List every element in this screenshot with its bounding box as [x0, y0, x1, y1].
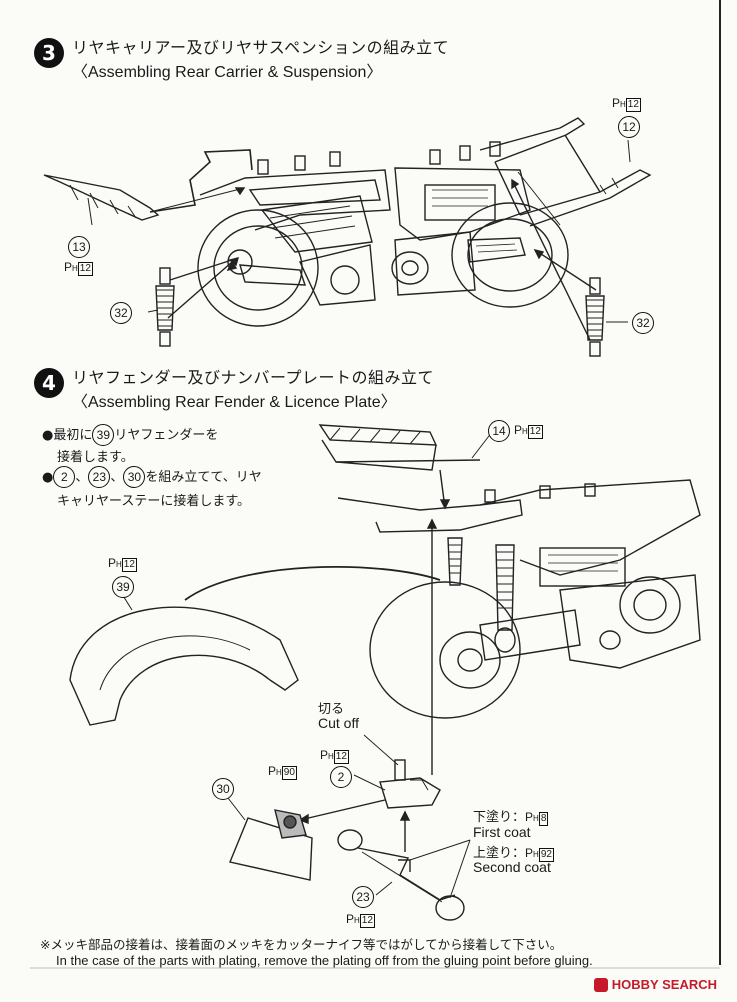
watermark-logo-icon — [593, 977, 608, 992]
step-3-title-jp: リヤキャリアー及びリヤサスペンションの組み立て — [72, 38, 450, 57]
footer-note-jp: ※メッキ部品の接着は、接着面のメッキをカッターナイフ等ではがしてから接着して下さ… — [40, 937, 563, 952]
step4-license-plate-30 — [229, 809, 313, 881]
step3-carrier-12 — [479, 117, 652, 227]
step4-callout-2: 2 — [330, 766, 352, 788]
step-4-title-en: 〈Assembling Rear Fender & Licence Plate〉 — [72, 394, 397, 411]
step3-callout-13: 13 — [68, 236, 90, 258]
step3-right-scooter — [391, 141, 569, 308]
step-4-number: 4 — [34, 368, 64, 398]
step4-shocks — [447, 537, 516, 653]
page-border — [719, 0, 721, 965]
step-3-number: 3 — [34, 38, 64, 68]
first-coat-en: First coat — [473, 824, 531, 840]
footer-note-en: In the case of the parts with plating, r… — [56, 953, 593, 968]
step4-callout-39: 39 — [112, 576, 134, 598]
step4-scooter-body — [337, 479, 701, 719]
step3-callout-32-left: 32 — [110, 302, 132, 324]
cut-off-label-jp: 切る — [318, 701, 345, 716]
step3-carrier-13 — [43, 174, 160, 221]
step4-callout-30: 30 — [212, 778, 234, 800]
step4-carrier-14 — [318, 424, 481, 471]
step3-shock-left — [155, 267, 175, 347]
step4-note-2-cont: キャリヤーステーに接着します。 — [57, 494, 251, 509]
step-4-title-jp: リヤフェンダー及びナンバープレートの組み立て — [72, 368, 435, 387]
step3-callout-32-right: 32 — [632, 312, 654, 334]
cut-off-label-en: Cut off — [318, 715, 359, 731]
step4-part-2 — [379, 759, 441, 809]
step4-note-1-cont: 接着します。 — [57, 450, 134, 465]
step-3-title-en: 〈Assembling Rear Carrier & Suspension〉 — [72, 64, 383, 81]
step3-callout-12: 12 — [618, 116, 640, 138]
step4-fender-39 — [69, 606, 299, 726]
second-coat-en: Second coat — [473, 859, 551, 875]
watermark: HOBBY SEARCH — [593, 977, 717, 992]
step3-left-scooter — [197, 151, 391, 327]
step4-callout-23: 23 — [352, 886, 374, 908]
